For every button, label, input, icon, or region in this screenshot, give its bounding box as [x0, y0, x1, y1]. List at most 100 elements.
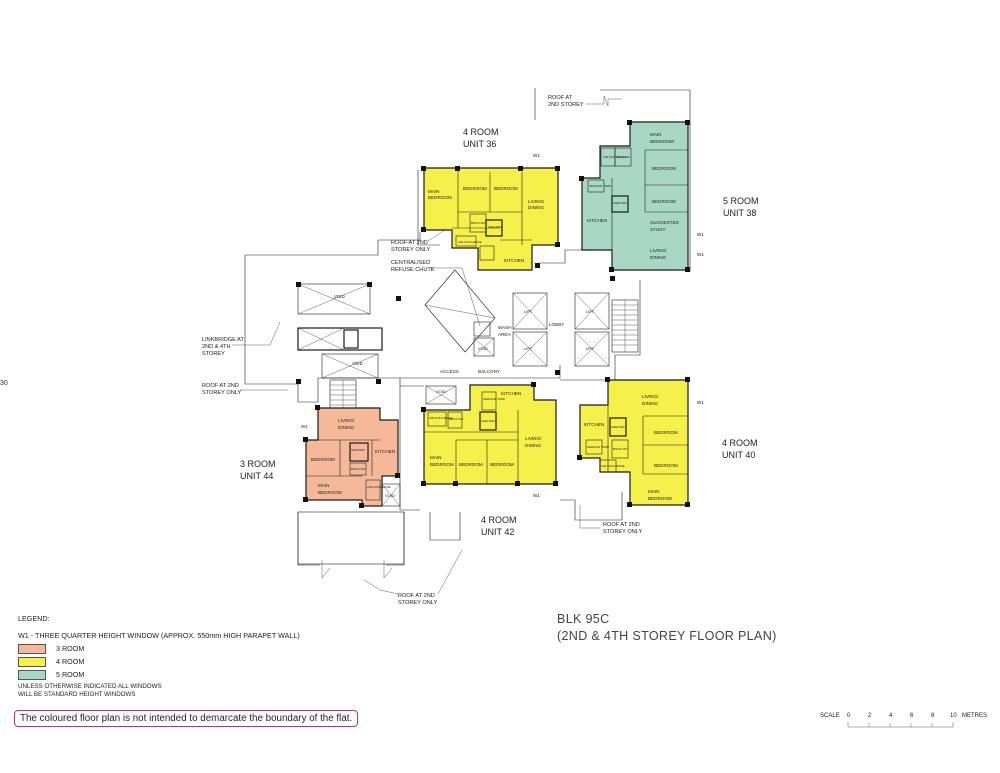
scale-unit: METRES	[962, 713, 987, 719]
u38-unit-type: 5 ROOM	[723, 196, 759, 206]
callout-roof-top-2: 2ND STOREY	[548, 102, 584, 108]
callout-refuse-2: REFUSE CHUTE	[391, 267, 435, 273]
u36-main-bedroom-2: BEDROOM	[428, 195, 452, 200]
callout-roof-2nd-2: STOREY ONLY	[391, 247, 430, 253]
u36-bedroom-b: BEDROOM	[494, 186, 518, 191]
wash-area-2: AREA	[498, 332, 511, 337]
access-label: ACCESS	[440, 369, 459, 374]
u40-bedroom-a: BEDROOM	[654, 430, 678, 435]
u44-living-2: DINING	[338, 425, 355, 430]
lobby-label: LOBBY	[549, 322, 564, 327]
common-area: LIFT LIFT LIFT LIFT LOBBY VOID WASH AREA	[296, 263, 639, 579]
callout-refuse-1: CENTRALISED	[391, 260, 430, 266]
callout-roof-left-2: STOREY ONLY	[202, 390, 241, 396]
lift-1-label: LIFT	[524, 309, 533, 314]
staircase-right	[611, 299, 639, 353]
unit-42-fill	[423, 384, 557, 485]
u44-aircon: AIR-CON LEDGE	[367, 485, 391, 489]
u42-bedroom-a: BEDROOM	[459, 462, 483, 467]
void-44-label: VOID	[385, 493, 395, 498]
u38-living-1: LIVING/	[650, 248, 667, 253]
wash-area-1: WASH	[498, 325, 512, 330]
u42-main-bedroom-1: MAIN	[430, 455, 441, 460]
plan-title-block: BLK 95C	[557, 612, 610, 626]
u36-living-1: LIVING/	[528, 199, 545, 204]
u44-main-bedroom-2: BEDROOM	[318, 490, 342, 495]
u40-kitchen: KITCHEN	[584, 422, 604, 427]
staircase-left	[329, 379, 357, 409]
u40-w1: W1	[697, 400, 704, 405]
callout-roof-bottom-1: ROOF AT 2ND	[398, 593, 435, 599]
u36-w1: W1	[533, 153, 540, 158]
u44-living-1: LIVING/	[338, 418, 355, 423]
u42-bath: BATH/ WC	[449, 417, 464, 421]
u42-kitchen: KITCHEN	[501, 391, 521, 396]
void-42-label: VOID	[436, 389, 446, 394]
u36-unit-type: 4 ROOM	[463, 127, 499, 137]
void-top-left-label: VOID	[334, 294, 345, 299]
u42-living-1: LIVING/	[525, 436, 542, 441]
void-mid-left-label: VOID	[352, 361, 363, 366]
legend: LEGEND: W1 - THREE QUARTER HEIGHT WINDOW…	[18, 612, 300, 699]
unit-40: LIVING/ DINING BEDROOM BEDROOM MAIN BEDR…	[577, 377, 758, 507]
u40-service: SERVICE YARD	[587, 445, 610, 449]
unit-42: MAIN BEDROOM BEDROOM BEDROOM LIVING/ DIN…	[421, 382, 558, 537]
scale-label: SCALE	[820, 713, 840, 719]
void-center-label: VOID	[478, 346, 488, 351]
u38-living-2: DINING	[650, 255, 667, 260]
page-edge-mark: 30	[0, 380, 8, 387]
callout-link-3: STOREY	[202, 351, 225, 357]
legend-heading: LEGEND:	[18, 614, 50, 623]
u38-aircon: AIR-CON LEDGE	[603, 155, 627, 159]
legend-swatch-4-room	[18, 656, 46, 667]
unit-38: MAIN BEDROOM BEDROOM BEDROOM SUGGESTED S…	[579, 120, 759, 272]
u42-living-2: DINING	[525, 443, 542, 448]
u36-shelter: SHELTER	[488, 225, 502, 229]
u42-main-bedroom-2: BEDROOM	[430, 462, 454, 467]
scale-tick-10: 10	[950, 713, 957, 719]
u38-unit-number: UNIT 38	[723, 208, 756, 218]
u44-unit-type: 3 ROOM	[240, 459, 276, 469]
unit-38-fill	[581, 121, 689, 271]
u42-service: SERVICE YARD	[483, 397, 506, 401]
scale-tick-4: 4	[889, 713, 893, 719]
u36-aircon: AIR-CON LEDGE	[458, 240, 482, 244]
callout-roof-mid-2: STOREY ONLY	[603, 529, 642, 535]
callout-roof-2nd-1: ROOF AT 2ND	[391, 240, 428, 246]
u38-bedroom-a: BEDROOM	[652, 166, 676, 171]
u40-bedroom-b: BEDROOM	[654, 463, 678, 468]
u44-bedroom: BEDROOM	[311, 457, 335, 462]
legend-swatch-3-room	[18, 643, 46, 654]
unit-36: MAIN BEDROOM BEDROOM BEDROOM LIVING/ DIN…	[421, 127, 560, 271]
legend-window-note-1: UNLESS OTHERWISE INDICATED ALL WINDOWS	[18, 683, 162, 690]
u38-shelter: SHELTER	[613, 201, 627, 205]
u36-unit-number: UNIT 36	[463, 139, 496, 149]
lift-2-label: LIFT	[524, 346, 533, 351]
u36-bedroom-a: BEDROOM	[463, 186, 487, 191]
u38-study-2: STUDY	[650, 227, 666, 232]
u42-unit-type: 4 ROOM	[481, 515, 517, 525]
plan-title-storey: (2ND & 4TH STOREY FLOOR PLAN)	[557, 629, 777, 643]
callouts: ROOF AT 2ND STOREY ROOF AT 2ND STOREY ON…	[202, 95, 642, 606]
u36-kitchen: KITCHEN	[504, 258, 524, 263]
u36-bath: BATH/ WC	[471, 221, 486, 225]
scale-tick-2: 2	[868, 713, 872, 719]
callout-roof-mid-1: ROOF AT 2ND	[603, 522, 640, 528]
u44-shelter: SHELTER	[351, 448, 365, 452]
u38-bedroom-b: BEDROOM	[652, 199, 676, 204]
callout-roof-left-1: ROOF AT 2ND	[202, 383, 239, 389]
u36-living-2: DINING	[528, 205, 545, 210]
unit-44: LIVING/ DINING BEDROOM MAIN BEDROOM KITC…	[240, 405, 400, 508]
u40-living-2: DINING	[642, 401, 659, 406]
legend-label-4-room: 4 ROOM	[56, 657, 85, 666]
u42-bedroom-b: BEDROOM	[490, 462, 514, 467]
u38-study-1: SUGGESTED	[650, 220, 680, 225]
u38-w1-b: W1	[697, 252, 704, 257]
u38-bath: BATH/ WC	[616, 155, 631, 159]
plan-title: BLK 95C (2ND & 4TH STOREY FLOOR PLAN)	[557, 611, 777, 645]
legend-label-5-room: 5 ROOM	[56, 670, 85, 679]
u40-living-1: LIVING/	[642, 394, 659, 399]
scale-tick-0: 0	[847, 713, 851, 719]
u42-w1: W1	[533, 493, 540, 498]
lift-4-label: LIFT	[586, 346, 595, 351]
